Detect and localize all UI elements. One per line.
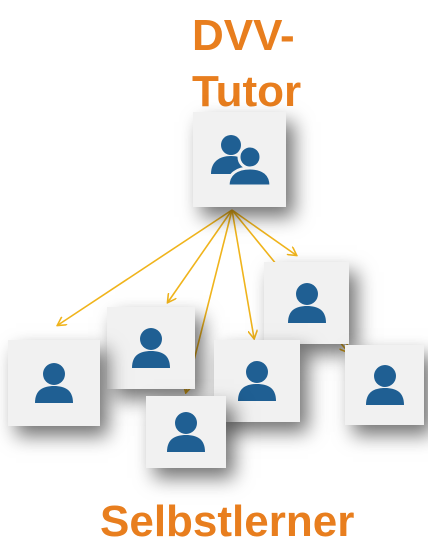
learner-node	[146, 396, 226, 468]
group-users-icon	[210, 134, 271, 187]
tutor-title-line1: DVV-	[192, 11, 295, 60]
tutor-title: DVV- Tutor	[32, 8, 428, 120]
user-icon	[167, 412, 205, 452]
user-icon	[238, 361, 276, 401]
arrow-to-learner-4	[231, 209, 254, 338]
learner-node	[264, 262, 349, 344]
learner-node	[8, 340, 100, 426]
learner-node	[214, 340, 300, 422]
arrow-to-learner-5	[231, 209, 296, 255]
user-icon	[365, 365, 404, 405]
tutor-node	[193, 112, 286, 207]
tutor-title-line2: Tutor	[192, 67, 302, 116]
arrow-to-learner-1	[58, 209, 233, 325]
learner-node	[345, 345, 424, 425]
learner-node	[107, 307, 195, 389]
user-icon	[287, 283, 326, 323]
user-icon	[35, 363, 73, 403]
user-icon	[132, 328, 170, 368]
learner-title: Selbstlerner	[100, 497, 355, 546]
arrow-to-learner-2	[168, 209, 233, 302]
